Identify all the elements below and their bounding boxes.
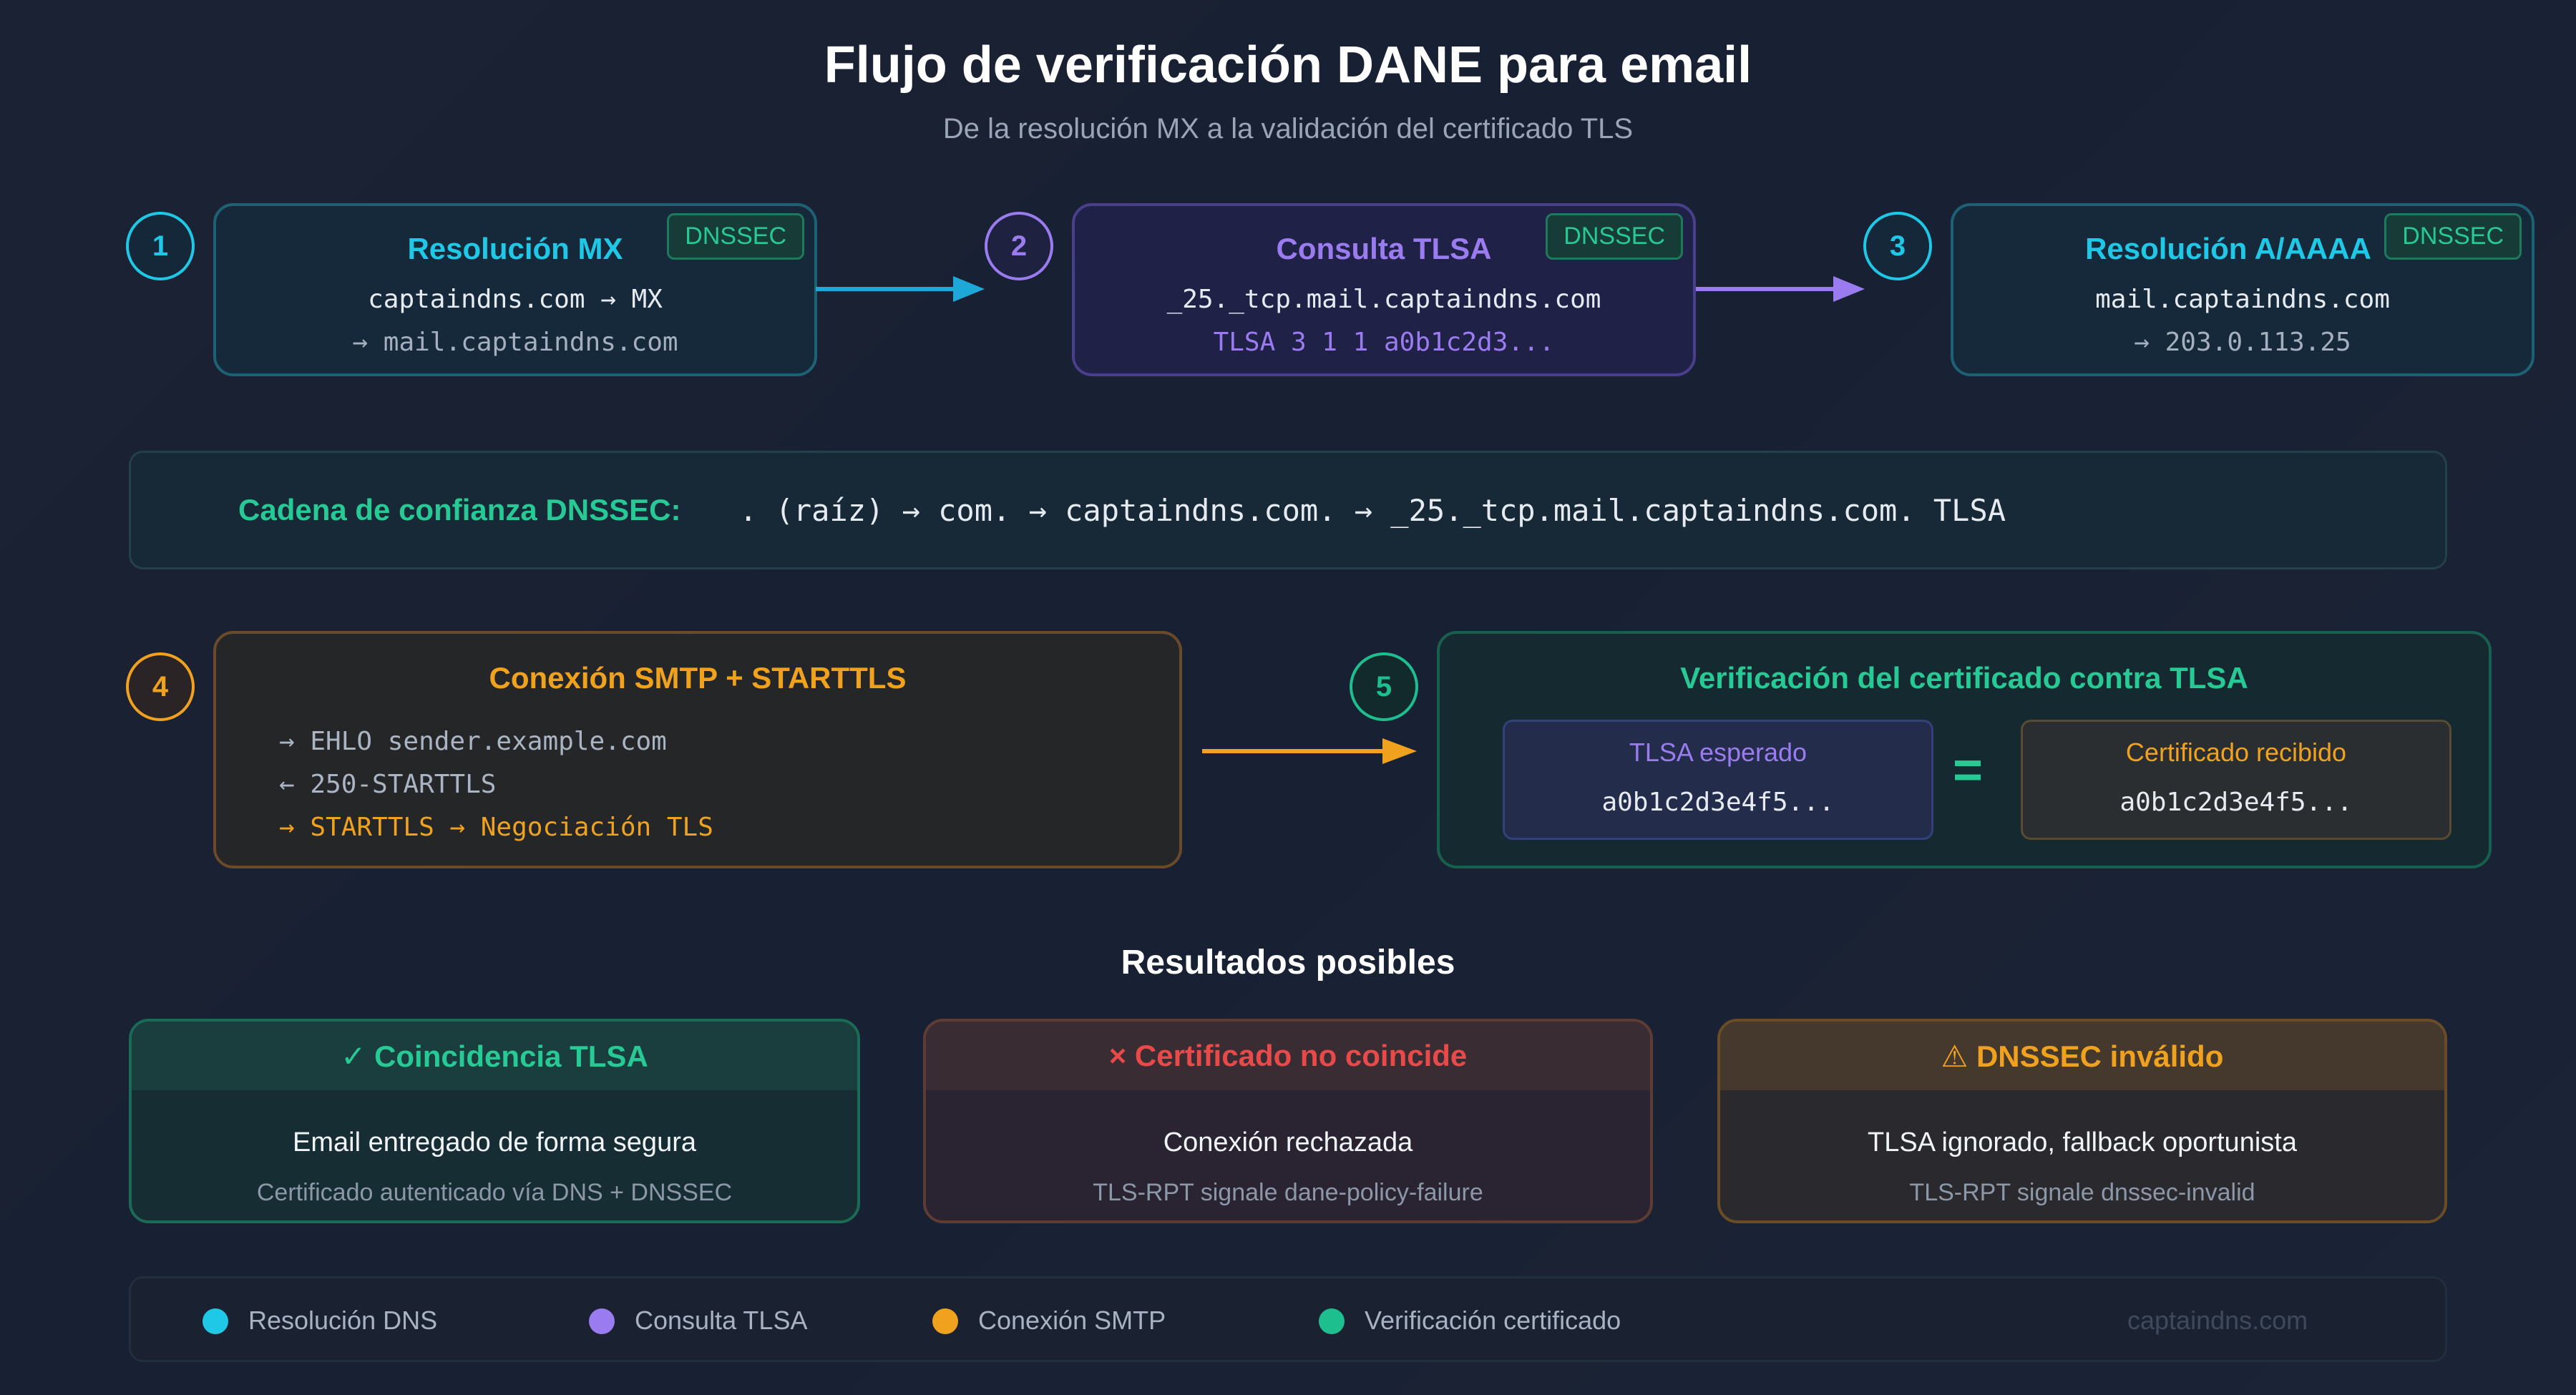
legend-label-cert: Verificación certificado (1365, 1306, 1621, 1335)
result-mismatch-sub: TLS-RPT signale dane-policy-failure (1093, 1179, 1483, 1206)
result-match-title: ✓ Coincidencia TLSA (132, 1022, 857, 1090)
legend-dot-dns (203, 1308, 228, 1334)
results-heading: Resultados posibles (1121, 944, 1455, 982)
step-3-line-1: mail.captaindns.com (2095, 285, 2390, 314)
step-3-dnssec-badge: DNSSEC (2384, 213, 2522, 260)
result-mismatch-card: × Certificado no coincide Conexión recha… (923, 1019, 1653, 1223)
legend-dot-cert (1319, 1308, 1345, 1334)
smtp-title: Conexión SMTP + STARTTLS (489, 661, 907, 695)
verify-box: Verificación del certificado contra TLSA… (1437, 631, 2492, 868)
result-dnssec-invalid-title: ⚠ DNSSEC inválido (1720, 1022, 2444, 1090)
verify-title: Verificación del certificado contra TLSA (1680, 661, 2248, 695)
step-2-title: Consulta TLSA (1276, 232, 1492, 265)
legend-label-dns: Resolución DNS (248, 1306, 438, 1335)
step-1-line-1: captaindns.com → MX (368, 285, 663, 314)
step-3-box: Resolución A/AAAA DNSSEC mail.captaindns… (1951, 203, 2534, 376)
step-2-line-1: _25._tcp.mail.captaindns.com (1166, 285, 1601, 314)
watermark: captaindns.com (2127, 1306, 2308, 1335)
tlsa-expected-box: TLSA esperado a0b1c2d3e4f5... (1503, 720, 1933, 840)
legend-label-smtp: Conexión SMTP (978, 1306, 1166, 1335)
dnssec-chain-path: . (raíz) → com. → captaindns.com. → _25.… (739, 493, 2006, 528)
smtp-line-3: → STARTTLS → Negociación TLS (279, 813, 713, 842)
smtp-line-1: → EHLO sender.example.com (279, 727, 667, 756)
cert-received-value: a0b1c2d3e4f5... (2119, 788, 2353, 817)
result-match-sub: Certificado autenticado vía DNS + DNSSEC (256, 1179, 733, 1206)
dnssec-chain-label: Cadena de confianza DNSSEC: (238, 493, 681, 527)
dnssec-chain-panel: Cadena de confianza DNSSEC: . (raíz) → c… (129, 451, 2447, 569)
step-3-number: 3 (1863, 212, 1932, 280)
step-5-number: 5 (1350, 652, 1418, 721)
arrow-step1-to-step2 (816, 276, 985, 302)
result-mismatch-title: × Certificado no coincide (926, 1022, 1650, 1090)
step-2-number: 2 (985, 212, 1053, 280)
equals-sign: = (1952, 742, 1984, 799)
step-3-title: Resolución A/AAAA (2085, 232, 2371, 265)
result-dnssec-invalid-main: TLSA ignorado, fallback oportunista (1868, 1127, 2297, 1157)
tlsa-expected-value: a0b1c2d3e4f5... (1601, 788, 1835, 817)
diagram-subtitle: De la resolución MX a la validación del … (942, 113, 1634, 145)
legend: Resolución DNS Consulta TLSA Conexión SM… (129, 1276, 2447, 1362)
result-dnssec-invalid-card: ⚠ DNSSEC inválido TLSA ignorado, fallbac… (1717, 1019, 2447, 1223)
diagram-title: Flujo de verificación DANE para email (824, 36, 1752, 94)
smtp-box: Conexión SMTP + STARTTLS → EHLO sender.e… (213, 631, 1182, 868)
cert-received-box: Certificado recibido a0b1c2d3e4f5... (2021, 720, 2451, 840)
step-1-number: 1 (126, 212, 195, 280)
step-2-line-2: TLSA 3 1 1 a0b1c2d3... (1213, 328, 1555, 357)
step-1-line-2: → mail.captaindns.com (352, 328, 678, 357)
legend-label-tlsa: Consulta TLSA (635, 1306, 808, 1335)
smtp-line-2: ← 250-STARTTLS (279, 770, 497, 799)
result-dnssec-invalid-sub: TLS-RPT signale dnssec-invalid (1909, 1179, 2255, 1206)
cert-received-label: Certificado recibido (2125, 738, 2347, 767)
legend-dot-smtp (932, 1308, 958, 1334)
step-1-dnssec-badge: DNSSEC (667, 213, 804, 260)
step-3-line-2: → 203.0.113.25 (2134, 328, 2351, 357)
step-1-title: Resolución MX (407, 232, 623, 265)
step-2-box: Consulta TLSA DNSSEC _25._tcp.mail.capta… (1072, 203, 1696, 376)
step-1-box: Resolución MX DNSSEC captaindns.com → MX… (213, 203, 817, 376)
result-match-card: ✓ Coincidencia TLSA Email entregado de f… (129, 1019, 860, 1223)
step-4-number: 4 (126, 652, 195, 721)
result-match-main: Email entregado de forma segura (293, 1127, 696, 1157)
arrow-step2-to-step3 (1696, 276, 1865, 302)
result-mismatch-main: Conexión rechazada (1163, 1127, 1413, 1157)
tlsa-expected-label: TLSA esperado (1629, 738, 1807, 767)
step-2-dnssec-badge: DNSSEC (1546, 213, 1683, 260)
arrow-step4-to-step5 (1202, 738, 1417, 764)
legend-dot-tlsa (589, 1308, 615, 1334)
